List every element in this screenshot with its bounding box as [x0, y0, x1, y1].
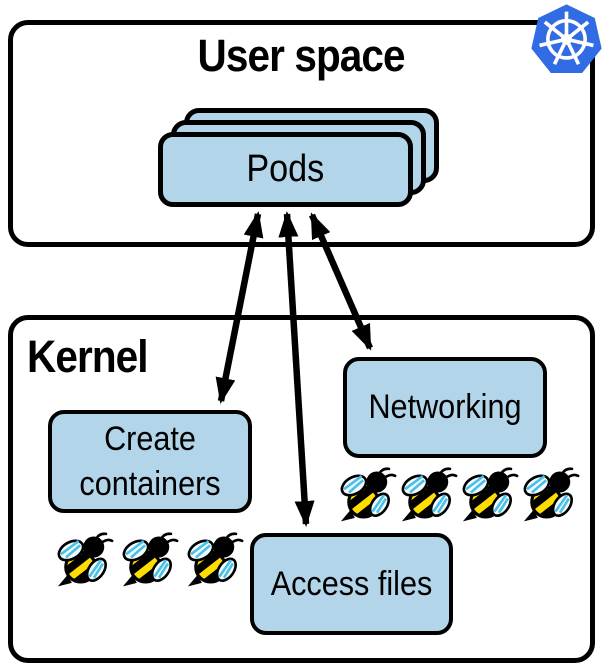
bee-icon	[122, 533, 178, 589]
kernel-title: Kernel	[27, 334, 161, 379]
bee-group-right	[340, 468, 579, 524]
create-containers-box: Create containers	[48, 410, 252, 513]
kubernetes-logo-icon	[531, 4, 602, 73]
access-files-box: Access files	[250, 533, 453, 635]
networking-box: Networking	[343, 357, 547, 458]
pods-label: Pods	[246, 148, 325, 190]
bee-icon	[462, 468, 518, 524]
kernel-box: Kernel Create containers Networking Acce…	[8, 315, 595, 663]
bee-icon	[523, 468, 579, 524]
bee-icon	[340, 468, 396, 524]
bee-icon	[401, 468, 457, 524]
bee-icon	[187, 533, 243, 589]
user-space-title: User space	[13, 33, 590, 78]
user-space-box: User space	[8, 20, 595, 247]
bee-group-left	[57, 533, 243, 589]
create-containers-label: Create containers	[79, 420, 221, 503]
pod-card-front: Pods	[158, 132, 413, 207]
kernel-title-text: Kernel	[27, 331, 149, 382]
user-space-title-text: User space	[197, 30, 406, 81]
networking-label: Networking	[368, 388, 522, 427]
bee-icon	[57, 533, 113, 589]
access-files-label: Access files	[270, 564, 433, 603]
